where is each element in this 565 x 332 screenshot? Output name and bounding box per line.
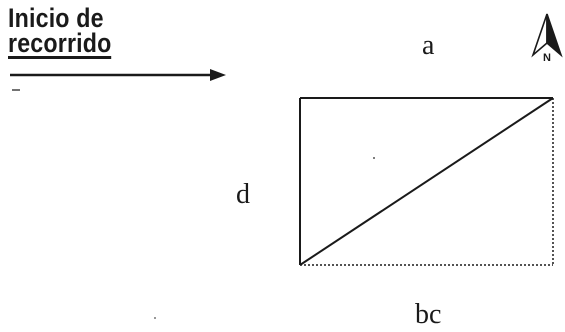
north-arrow-icon xyxy=(531,13,563,58)
start-of-route-line1: Inicio de xyxy=(8,3,104,33)
speck xyxy=(154,317,156,319)
north-letter: N xyxy=(543,52,551,64)
diagonal-line xyxy=(299,97,554,266)
start-arrow-icon xyxy=(10,69,226,81)
label-bc: bc xyxy=(415,299,442,330)
start-of-route-label: Inicio de recorrido xyxy=(8,3,112,59)
start-of-route-line2: recorrido xyxy=(8,28,112,59)
label-a: a xyxy=(422,30,435,61)
speck xyxy=(373,157,375,159)
label-d: d xyxy=(236,179,250,210)
